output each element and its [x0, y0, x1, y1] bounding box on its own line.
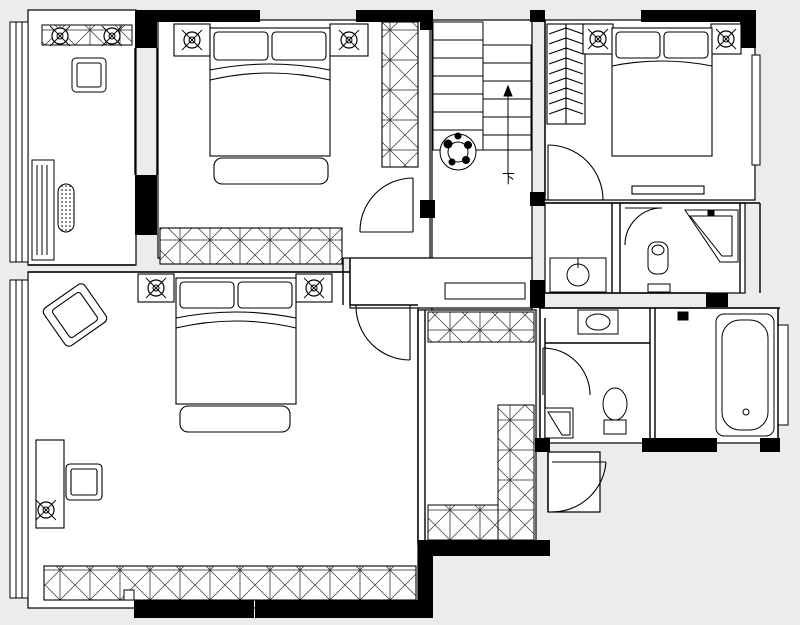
- hall-cabinets: [427, 311, 535, 541]
- squat-toilet-icon: [647, 241, 671, 293]
- bedside-lamp-icon: [145, 277, 167, 299]
- bedside-lamp-icon: [715, 28, 737, 50]
- armchair-icon: [71, 57, 107, 93]
- arrow-up-icon: [503, 84, 513, 97]
- door-balcony: [551, 461, 607, 513]
- stair-direction-label: 下: [502, 172, 515, 187]
- cushion: [57, 183, 75, 233]
- bedside-lamp-icon: [49, 25, 71, 47]
- bedside-lamp-icon: [181, 29, 203, 51]
- bathroom-upper-fixtures: [549, 209, 739, 293]
- wardrobe: [381, 21, 419, 168]
- radiator-icon: [31, 159, 55, 261]
- desk: [631, 185, 705, 195]
- bench: [179, 405, 291, 433]
- bench: [213, 157, 329, 185]
- bed: [611, 27, 713, 157]
- room-balcony: [547, 451, 601, 513]
- left-windows: [9, 21, 789, 599]
- washbasin-icon: [549, 257, 607, 293]
- nightstand: [137, 273, 175, 303]
- door-bedroom-top: [359, 177, 414, 233]
- washbasin-icon: [577, 309, 619, 335]
- desk-chair-icon: [65, 463, 103, 501]
- door-bathroom-upper: [624, 207, 663, 246]
- walls: [134, 10, 780, 618]
- bedroom-top-furniture: [159, 21, 419, 265]
- doors[interactable]: [355, 144, 663, 513]
- bed: [175, 277, 297, 405]
- sideboard: [444, 282, 526, 300]
- wardrobe: [159, 227, 343, 265]
- partition-lines: [28, 20, 780, 545]
- closet-hangers: [546, 23, 586, 125]
- bedside-lamp-icon: [101, 25, 123, 47]
- bedside-lamp-icon: [587, 28, 609, 50]
- door-bathroom-lower: [542, 347, 591, 396]
- bedside-lamp-icon: [303, 277, 325, 299]
- shower-enclosure: [684, 209, 739, 263]
- bedroom-right-furniture: [546, 23, 742, 195]
- bathroom-lower-fixtures: [544, 309, 775, 439]
- door-master-bedroom: [355, 304, 411, 361]
- toilet-icon: [602, 387, 628, 435]
- bathtub-icon: [715, 313, 775, 437]
- bed: [209, 27, 331, 157]
- door-bedroom-right: [547, 144, 604, 201]
- study-furniture: [31, 24, 133, 261]
- wardrobe: [43, 565, 417, 601]
- master-bedroom-furniture: [35, 273, 417, 601]
- bedside-lamp-icon: [35, 499, 57, 521]
- bedside-lamp-icon: [338, 29, 360, 51]
- armchair-icon: [42, 283, 108, 347]
- plant-icon: [439, 132, 477, 171]
- floor-drain: [123, 589, 135, 601]
